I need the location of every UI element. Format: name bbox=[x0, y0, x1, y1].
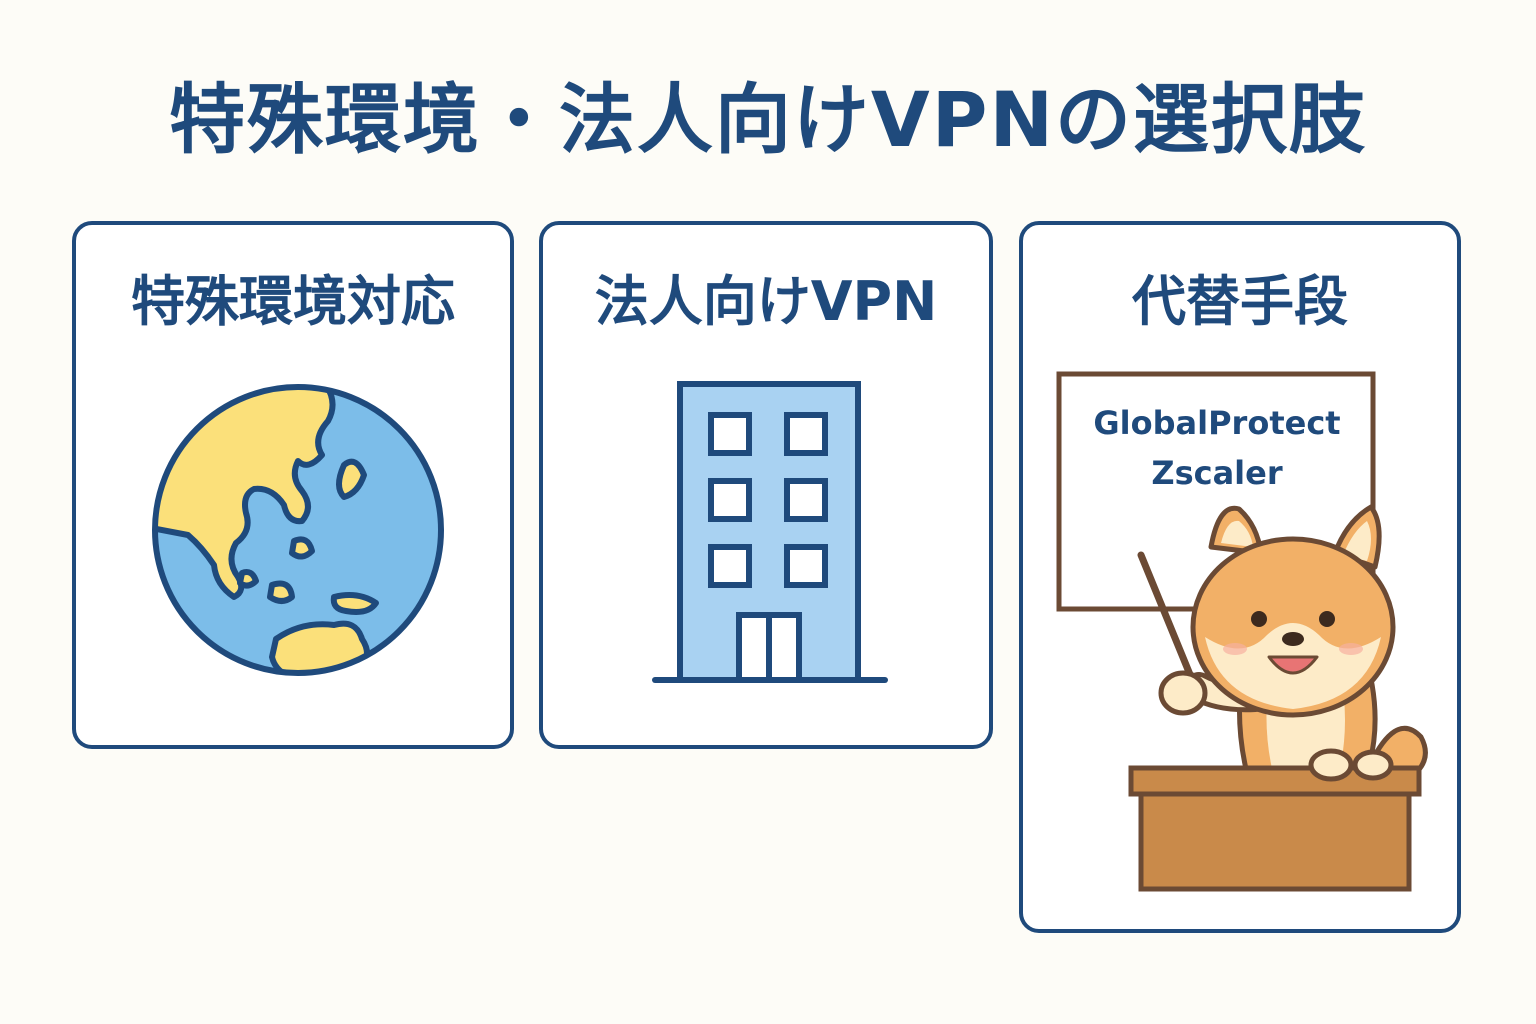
panel-title-alternative-means: 代替手段 bbox=[1132, 270, 1348, 333]
whiteboard-line-globalprotect: GlobalProtect bbox=[1093, 404, 1340, 442]
panel-title-special-environment: 特殊環境対応 bbox=[131, 270, 455, 333]
panel-title-corporate-vpn: 法人向けVPN bbox=[594, 270, 938, 333]
shiba-dog-teacher-icon: GlobalProtect Zscaler bbox=[1056, 371, 1428, 892]
panel-corporate-vpn: 法人向けVPN bbox=[539, 221, 993, 749]
panel-special-environment: 特殊環境対応 bbox=[72, 221, 514, 749]
panel-alternative-means: 代替手段 GlobalProtect Zscaler bbox=[1019, 221, 1461, 933]
office-building-icon bbox=[652, 381, 888, 683]
desk-front bbox=[1138, 791, 1412, 892]
page-title: 特殊環境・法人向けVPNの選択肢 bbox=[168, 75, 1368, 164]
globe-icon bbox=[152, 384, 444, 676]
whiteboard-line-zscaler: Zscaler bbox=[1151, 454, 1282, 492]
